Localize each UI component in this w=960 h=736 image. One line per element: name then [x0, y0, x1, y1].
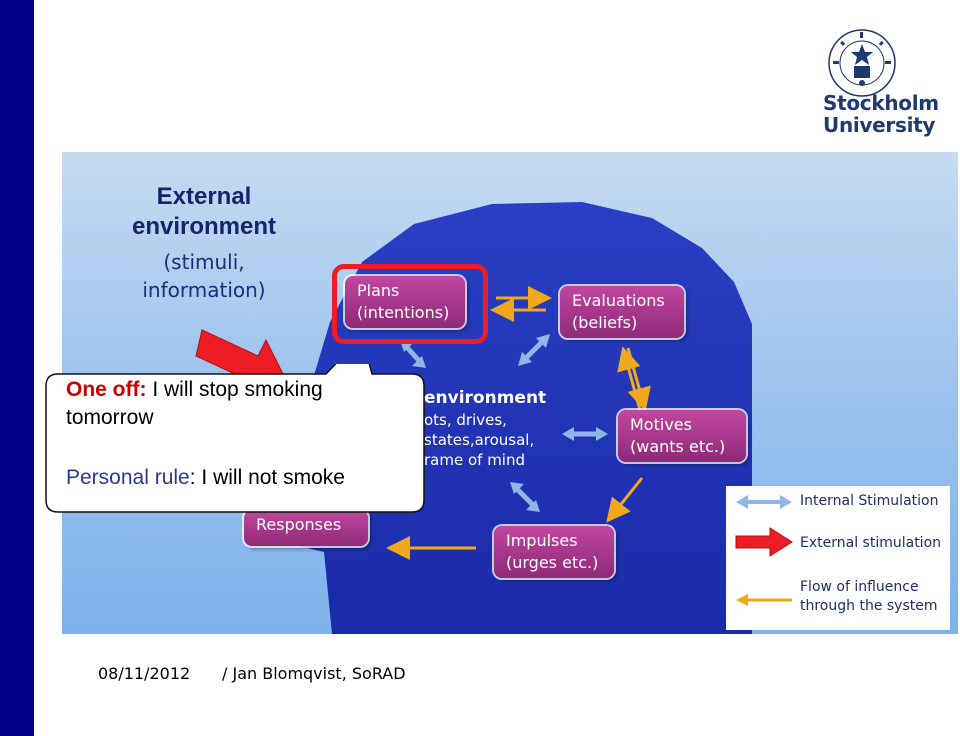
callout-line-2: tomorrow	[66, 406, 154, 429]
internal-line-3: rame of mind	[424, 451, 526, 469]
callout-line-3: Personal rule: I will not smoke	[66, 466, 345, 490]
legend-flow-label: Flow of influence through the system	[800, 578, 938, 616]
legend-flow-row: Flow of influence through the system	[734, 578, 948, 622]
one-off-text: I will stop smoking	[146, 378, 323, 401]
personal-rule-label: Personal rule	[66, 466, 190, 489]
external-title-line1: External	[156, 183, 252, 210]
external-title-line2: environment	[131, 213, 277, 240]
evaluations-box: Evaluations (beliefs)	[560, 286, 684, 338]
external-environment-title: External environment	[84, 182, 324, 242]
double-arrow-icon	[736, 495, 792, 509]
footer-author: / Jan Blomqvist, SoRAD	[222, 664, 406, 683]
personal-rule-text: : I will not smoke	[189, 466, 345, 489]
legend-internal-row: Internal Stimulation	[734, 492, 948, 532]
logo-line-university: University	[823, 113, 936, 137]
internal-environment-text: ots, drives, states,arousal, rame of min…	[424, 410, 534, 470]
motives-box: Motives (wants etc.)	[618, 410, 746, 462]
plans-box: Plans (intentions)	[345, 276, 465, 328]
yellow-arrow-icon	[736, 594, 792, 606]
responses-box: Responses	[244, 510, 368, 546]
external-sub-line1: (stimuli,	[163, 250, 245, 274]
impulses-box: Impulses (urges etc.)	[494, 526, 614, 578]
internal-line-2: states,arousal,	[424, 431, 535, 449]
callout-shape	[45, 364, 425, 513]
red-arrow-icon	[735, 527, 793, 557]
stockholm-university-logo: Stockholm University	[815, 28, 945, 140]
evaluations-label: Evaluations	[572, 291, 665, 310]
plans-sublabel: (intentions)	[357, 303, 450, 322]
plans-highlight-frame	[332, 264, 488, 344]
motives-label: Motives	[630, 415, 692, 434]
legend: Internal Stimulation External stimulatio…	[726, 486, 950, 630]
logo-line-stockholm: Stockholm	[823, 91, 939, 115]
responses-label: Responses	[256, 515, 342, 534]
callout-line-1: One off: I will stop smoking	[66, 378, 323, 402]
external-sub-line2: information)	[142, 278, 266, 302]
legend-internal-label: Internal Stimulation	[800, 493, 939, 509]
internal-line-1: ots, drives,	[424, 411, 507, 429]
impulses-sublabel: (urges etc.)	[506, 553, 599, 572]
logo-wordmark: Stockholm University	[823, 92, 939, 136]
university-seal-icon	[828, 29, 896, 97]
left-accent-bar	[0, 0, 34, 736]
plans-label: Plans	[357, 281, 400, 300]
legend-flow-line1: Flow of influence	[800, 579, 919, 595]
internal-environment-title: environment	[424, 388, 547, 408]
legend-external-label: External stimulation	[800, 535, 942, 551]
evaluations-sublabel: (beliefs)	[572, 313, 638, 332]
footer-date: 08/11/2012	[98, 664, 191, 683]
callout-bubble: One off: I will stop smoking tomorrow Pe…	[44, 364, 428, 514]
one-off-label: One off:	[66, 378, 147, 401]
external-environment-subtitle: (stimuli, information)	[84, 248, 324, 304]
impulses-label: Impulses	[506, 531, 578, 550]
legend-external-row: External stimulation	[734, 527, 948, 572]
motives-sublabel: (wants etc.)	[630, 437, 726, 456]
legend-flow-line2: through the system	[800, 598, 938, 614]
